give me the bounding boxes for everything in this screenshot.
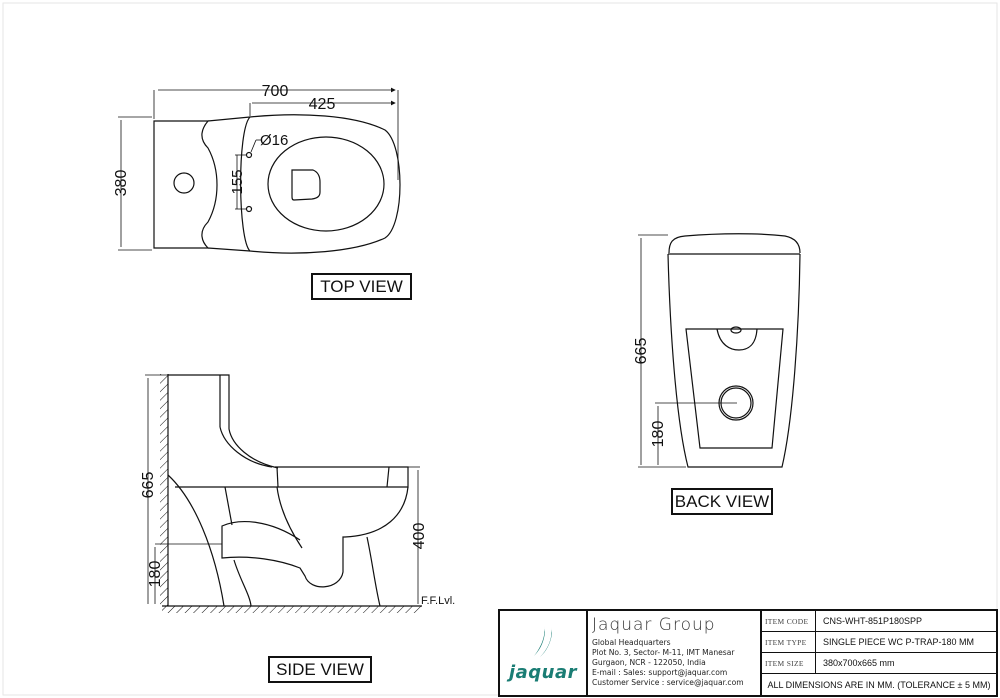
dim-hole-diameter: Ø16 (260, 132, 288, 149)
spec-key: ITEM CODE (762, 611, 816, 631)
dim-side-overall-height: 665 (140, 472, 157, 499)
dim-back-outlet-height: 180 (650, 421, 667, 448)
brand-logo: jaquar (500, 611, 588, 695)
title-block: jaquar Jaquar Group Global Headquarters … (498, 609, 998, 697)
dim-hole-spacing: 155 (229, 169, 246, 194)
top-view (118, 87, 401, 254)
dim-rim-height: 400 (411, 523, 428, 550)
back-view (638, 233, 801, 468)
spec-value: SINGLE PIECE WC P-TRAP-180 MM (823, 637, 975, 647)
company-info: Jaquar Group Global Headquarters Plot No… (588, 611, 762, 695)
address-line: Global Headquarters (592, 638, 671, 647)
address-line: Plot No. 3, Sector- M-11, IMT Manesar (592, 648, 735, 657)
address-line: Gurgaon, NCR - 122050, India (592, 658, 706, 667)
service-email-line: Customer Service : service@jaquar.com (592, 678, 744, 687)
dim-back-overall-height: 665 (633, 338, 650, 365)
side-view (145, 374, 422, 613)
dim-side-outlet-height: 180 (147, 561, 164, 588)
company-name: Jaquar Group (592, 615, 716, 635)
spec-row-item-code: ITEM CODE CNS-WHT-851P180SPP (762, 611, 996, 632)
logo-wordmark: jaquar (508, 661, 578, 683)
spec-value: CNS-WHT-851P180SPP (823, 616, 923, 626)
email-line: E-mail : Sales: support@jaquar.com (592, 668, 728, 677)
top-view-label: TOP VIEW (311, 273, 412, 300)
spec-row-item-size: ITEM SIZE 380x700x665 mm (762, 653, 996, 674)
dim-pan-length: 425 (309, 96, 336, 113)
spec-row-item-type: ITEM TYPE SINGLE PIECE WC P-TRAP-180 MM (762, 632, 996, 653)
jaquar-logo-icon (534, 625, 552, 657)
spec-table: ITEM CODE CNS-WHT-851P180SPP ITEM TYPE S… (762, 611, 996, 695)
spec-key: ITEM SIZE (762, 653, 816, 673)
dim-width: 380 (113, 170, 130, 197)
back-view-label: BACK VIEW (671, 488, 773, 515)
tolerance-note: ALL DIMENSIONS ARE IN MM. (TOLERANCE ± 5… (767, 679, 991, 690)
spec-value: 380x700x665 mm (823, 658, 895, 668)
spec-key: ITEM TYPE (762, 632, 816, 652)
side-view-label: SIDE VIEW (268, 656, 372, 683)
floor-level-label: F.F.Lvl. (421, 595, 455, 607)
dim-overall-length: 700 (262, 83, 289, 100)
